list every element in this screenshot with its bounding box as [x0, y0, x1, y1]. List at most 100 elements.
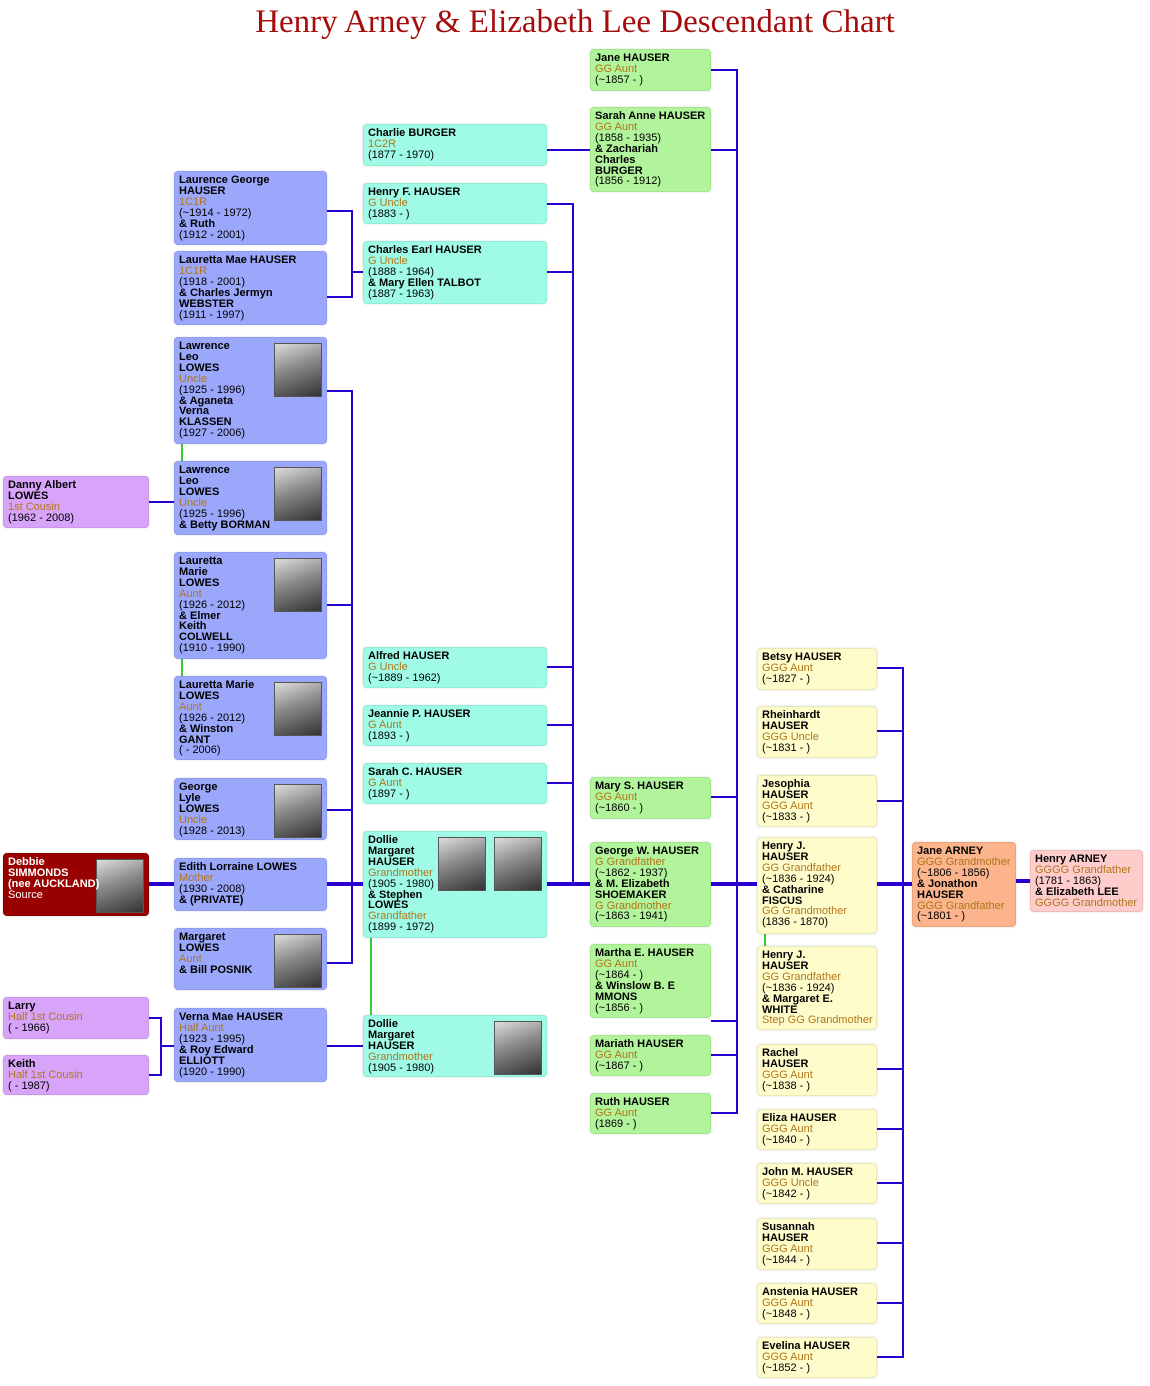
person-name: Jane HAUSER: [595, 52, 670, 64]
life-dates: (1869 - ): [595, 1117, 637, 1130]
person-name: Jesophia: [762, 778, 810, 790]
person-name: SIMMONDS: [8, 866, 69, 879]
person-name: LOWES: [179, 485, 220, 498]
person-name: HAUSER: [762, 719, 809, 732]
person-name: Anstenia HAUSER: [762, 1286, 858, 1298]
person-name: WHITE: [762, 1003, 798, 1016]
life-dates: ( - 2006): [179, 744, 221, 757]
spouse-name: & Margaret E.: [762, 992, 833, 1005]
person-name: FISCUS: [762, 894, 803, 907]
life-dates: (~1857 - ): [595, 73, 643, 86]
spouse-name: & (PRIVATE): [179, 893, 244, 906]
person-name: Charles Earl HAUSER: [368, 244, 482, 256]
spouse-name: & Roy Edward: [179, 1043, 254, 1056]
person-name: Lyle: [179, 791, 201, 804]
relationship-label: Grandmother: [368, 1050, 433, 1063]
person-name: HAUSER: [762, 850, 809, 863]
relationship-label: Uncle: [179, 372, 208, 385]
life-dates: (~1838 - ): [762, 1079, 810, 1092]
relationship-label: Aunt: [179, 952, 202, 965]
life-dates: (~1836 - 1924): [762, 981, 835, 994]
life-dates: (1856 - 1912): [595, 175, 662, 188]
person-name: Susannah: [762, 1221, 815, 1233]
person-name: Margaret: [179, 931, 226, 943]
person-name: HAUSER: [179, 184, 226, 197]
life-dates: (~1914 - 1972): [179, 206, 252, 219]
relationship-label: Half Aunt: [179, 1021, 224, 1034]
life-dates: (1962 - 2008): [8, 511, 75, 524]
person-name: BURGER: [595, 164, 643, 177]
chart-title: Henry Arney & Elizabeth Lee Descendant C…: [255, 4, 895, 40]
person-name: Dollie: [368, 834, 398, 846]
life-dates: (~1831 - ): [762, 741, 810, 754]
person-name: Keith: [8, 1058, 36, 1070]
spouse-name: & Aganeta: [179, 394, 233, 407]
person-name: Lauretta: [179, 555, 223, 567]
life-dates: (1910 - 1990): [179, 642, 246, 655]
life-dates: (1899 - 1972): [368, 921, 435, 934]
person-name: KLASSEN: [179, 416, 232, 429]
life-dates: (~1852 - ): [762, 1361, 810, 1374]
person-name: Keith: [179, 620, 207, 633]
relationship-label: Aunt: [179, 700, 202, 713]
relationship-label: G Aunt: [368, 776, 402, 789]
life-dates: (~1864 - ): [595, 968, 643, 981]
person-name: Dollie: [368, 1018, 398, 1030]
person-name: LOWES: [179, 689, 220, 702]
person-name: HAUSER: [762, 1231, 809, 1244]
life-dates: (1926 - 2012): [179, 711, 246, 724]
life-dates: (~1806 - 1856): [917, 866, 990, 879]
